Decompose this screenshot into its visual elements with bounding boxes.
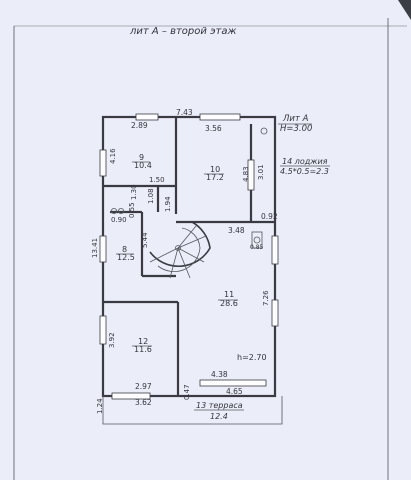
- dim-085: 0.85: [250, 244, 264, 251]
- svg-text:4.65: 4.65: [226, 387, 243, 396]
- svg-text:13 терраса: 13 терраса: [196, 401, 243, 410]
- sink-icon: [111, 207, 125, 214]
- svg-text:7.26: 7.26: [262, 290, 270, 306]
- window-12-left: [99, 315, 107, 345]
- window-11-right: [271, 235, 279, 265]
- terrace-outline: [102, 396, 283, 425]
- svg-text:3.48: 3.48: [228, 226, 245, 235]
- svg-text:0.47: 0.47: [183, 384, 191, 400]
- svg-text:4.5*0.5=2.3: 4.5*0.5=2.3: [280, 167, 329, 176]
- svg-text:3.62: 3.62: [135, 398, 152, 407]
- dim-194: 1.94: [164, 196, 172, 212]
- room-12: 12 11.6 3.92 2.97 3.62: [108, 332, 152, 407]
- window-10-right: [247, 159, 255, 191]
- svg-text:0.92: 0.92: [261, 212, 278, 221]
- svg-text:12.5: 12.5: [117, 253, 135, 262]
- window-8-left: [99, 235, 107, 263]
- svg-text:12: 12: [138, 337, 148, 346]
- dim-left-height: 13.41: [91, 238, 99, 258]
- window-10: [199, 113, 241, 121]
- svg-text:4.16: 4.16: [109, 148, 117, 164]
- room-8: 8 12.5 5.44: [116, 232, 149, 262]
- room-9: 9 10.4 2.89 4.16: [109, 121, 152, 170]
- window-9: [135, 113, 159, 121]
- svg-text:2.97: 2.97: [135, 382, 152, 391]
- window-12-bottom: [111, 392, 151, 400]
- window-11-right-2: [271, 299, 279, 327]
- svg-text:3.01: 3.01: [257, 164, 265, 180]
- boiler-icon: [251, 231, 263, 249]
- svg-text:2.89: 2.89: [131, 121, 148, 130]
- svg-text:4.38: 4.38: [211, 370, 228, 379]
- svg-text:17.2: 17.2: [206, 173, 224, 182]
- block-height: H=3.00: [280, 124, 312, 134]
- dim-055: 0.55: [128, 202, 136, 218]
- svg-text:h=2.70: h=2.70: [237, 353, 267, 362]
- dim-130: 1.30: [130, 184, 138, 200]
- svg-text:9: 9: [139, 153, 144, 162]
- svg-text:11: 11: [224, 290, 234, 299]
- svg-text:28.6: 28.6: [220, 299, 238, 308]
- room-13-terrace: 13 терраса 12.4 4.65 0.47: [183, 384, 244, 421]
- dim-top-width: 7.43: [176, 108, 193, 117]
- svg-text:12.4: 12.4: [210, 412, 228, 421]
- svg-text:8: 8: [122, 245, 127, 254]
- svg-text:5.44: 5.44: [141, 232, 149, 248]
- corner-marker-icon: [260, 127, 268, 135]
- block-name: Лит А: [282, 114, 309, 124]
- dim-side-bottom: 1.24: [96, 398, 104, 414]
- room-10: 10 17.2 3.56 4.83 3.01 0.92: [204, 124, 278, 221]
- svg-text:14 лоджия: 14 лоджия: [282, 157, 328, 166]
- spiral-stair-icon: [149, 221, 211, 279]
- svg-text:10: 10: [210, 165, 220, 174]
- dim-150: 1.50: [149, 176, 165, 184]
- sheet-title: лит А – второй этаж: [129, 26, 237, 37]
- window-9-left: [99, 149, 107, 177]
- terrace-door: [199, 379, 267, 387]
- room-11: 11 28.6 3.48 7.26 4.38 h=2.70: [211, 226, 270, 379]
- svg-text:11.6: 11.6: [134, 345, 152, 354]
- svg-text:3.56: 3.56: [205, 124, 222, 133]
- dim-108: 1.08: [147, 188, 155, 204]
- svg-text:10.4: 10.4: [134, 161, 152, 170]
- svg-text:4.83: 4.83: [242, 166, 250, 182]
- room-14-loggia: 14 лоджия 4.5*0.5=2.3: [280, 157, 330, 176]
- dim-090: 0.90: [111, 216, 127, 224]
- svg-text:3.92: 3.92: [108, 332, 116, 348]
- boiler-icon-dial: [253, 236, 261, 244]
